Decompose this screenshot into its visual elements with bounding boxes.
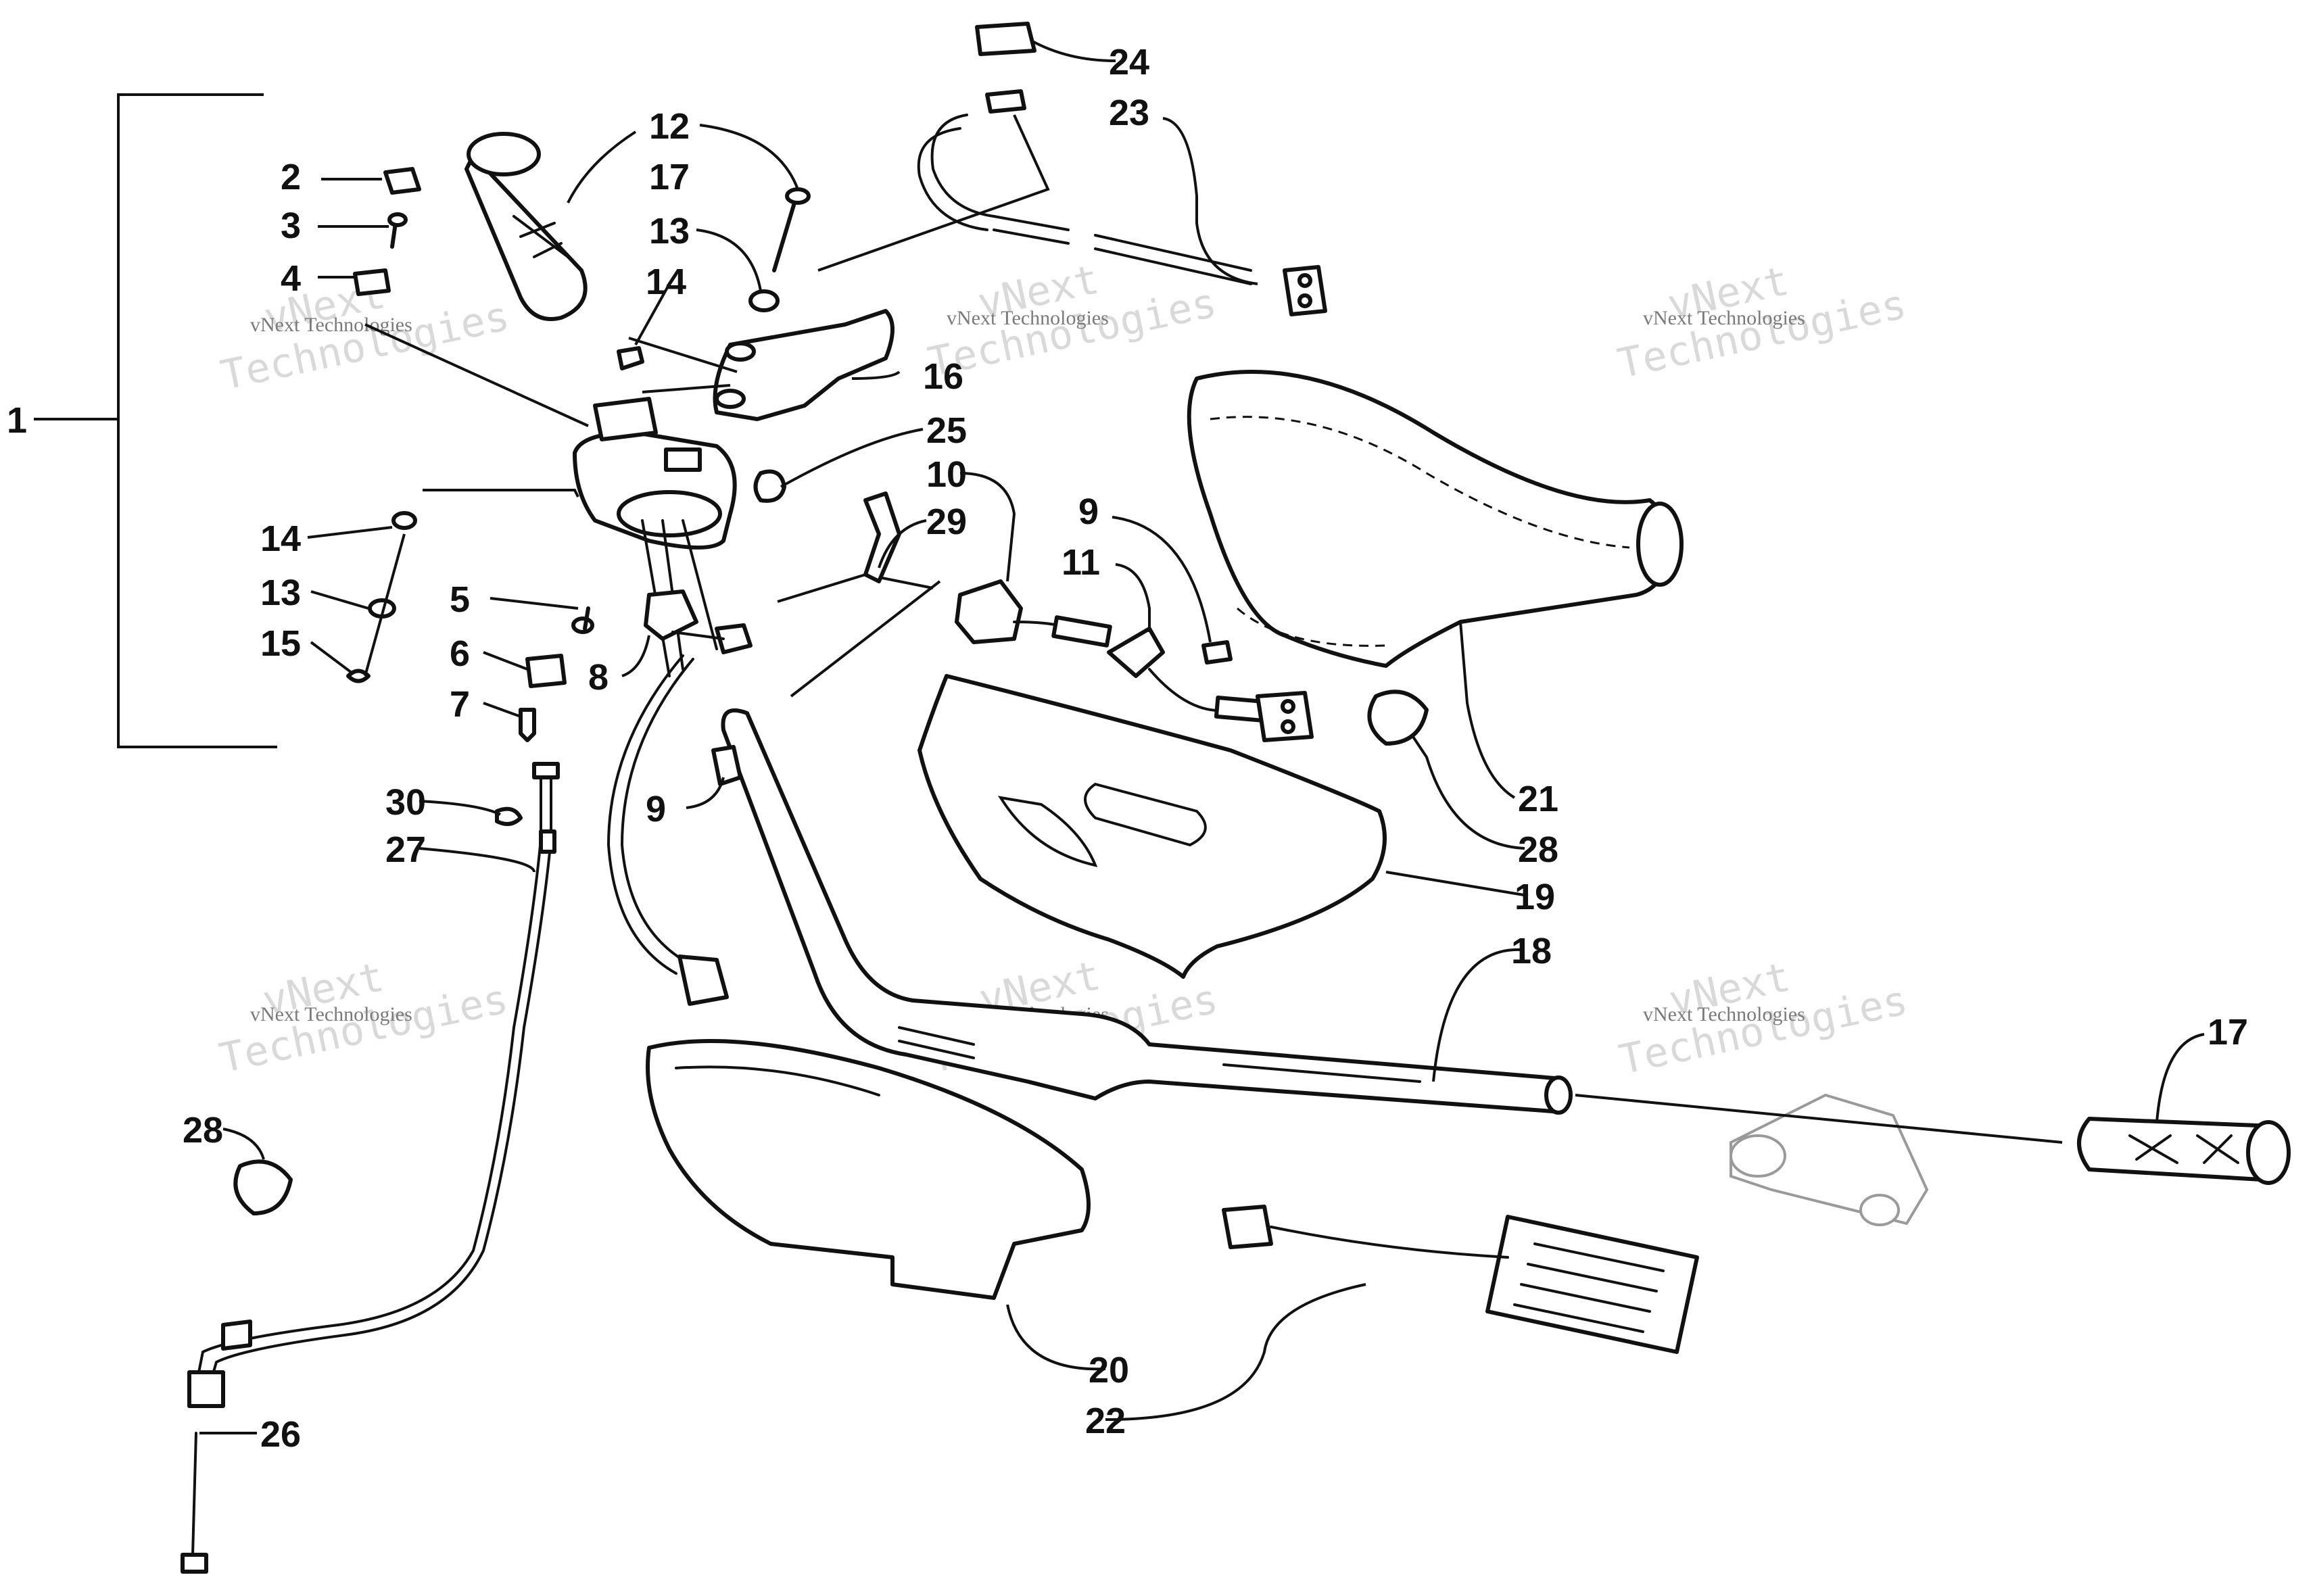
callout-20: 20 (1089, 1350, 1129, 1391)
nut-plate-6-part (525, 654, 567, 688)
pad-24-part (975, 22, 1036, 56)
callout-14-upper: 14 (646, 262, 686, 302)
callout-25: 25 (926, 410, 967, 451)
plate-4-part (353, 268, 391, 296)
callout-numbers: 1 2 3 4 5 6 7 8 9 9 10 11 12 13 13 14 14… (7, 42, 2248, 1455)
callout-28-left: 28 (183, 1110, 223, 1151)
clamp-28-left-part (233, 1159, 293, 1215)
callout-6: 6 (450, 633, 470, 674)
callout-leaders (199, 39, 2205, 1434)
connector-wire-part (1148, 668, 1314, 742)
nut-14-upper-part (617, 346, 644, 370)
watermark-caption: vNext Technologies (1643, 1003, 1805, 1025)
callout-21: 21 (1518, 779, 1558, 819)
callout-11: 11 (1062, 542, 1100, 583)
throttle-lever-part (713, 309, 895, 421)
watermark-caption: vNext Technologies (250, 1003, 412, 1025)
callout-22: 22 (1085, 1401, 1126, 1441)
switch-wire-part (606, 654, 729, 1006)
handlebar-part (721, 708, 1573, 1115)
connector-10-part (955, 579, 1112, 648)
callout-17-right: 17 (2208, 1012, 2248, 1053)
right-grip-part (2077, 1117, 2291, 1185)
callout-8: 8 (588, 657, 609, 698)
callout-2: 2 (281, 157, 301, 197)
clip-15-part (346, 669, 371, 683)
callout-9-upper: 9 (1078, 491, 1099, 532)
clip-29-part (863, 491, 901, 583)
switch-8-part (644, 589, 753, 654)
clip-30-part (495, 806, 523, 826)
control-housing-part (573, 397, 737, 677)
left-grip-part (464, 132, 588, 321)
callout-4: 4 (281, 258, 301, 299)
bolt-12-part (772, 187, 811, 272)
callout-14-lower: 14 (260, 518, 301, 559)
callout-23: 23 (1109, 93, 1149, 133)
screw-9-lower-part (711, 745, 742, 786)
cable-27-part (181, 762, 560, 1574)
clamp-25-part (753, 469, 786, 503)
callout-29: 29 (926, 502, 967, 542)
screw-5-part (571, 606, 594, 634)
watermark-caption: vNext Technologies (1643, 307, 1805, 329)
callout-1: 1 (7, 400, 27, 441)
callout-3: 3 (281, 205, 301, 246)
bracket-11-part (1107, 627, 1165, 678)
callout-15: 15 (260, 623, 301, 664)
assembly-bracket (34, 93, 277, 748)
callout-13-upper: 13 (649, 211, 690, 251)
screw-3-part (387, 212, 408, 249)
clamp-28-right-part (1367, 690, 1429, 746)
handlebar-pad-21-part (1187, 370, 1684, 668)
callout-26: 26 (260, 1414, 301, 1455)
callout-9-lower: 9 (646, 789, 666, 829)
callout-12: 12 (649, 106, 690, 147)
callout-16: 16 (923, 356, 963, 397)
callout-18: 18 (1511, 931, 1552, 971)
watermark-caption: vNext Technologies (250, 314, 412, 336)
callout-17-left: 17 (649, 157, 690, 197)
callout-24: 24 (1109, 42, 1149, 82)
callout-27: 27 (385, 829, 426, 870)
ghost-throttle-housing (1730, 1093, 1929, 1226)
callout-30: 30 (385, 782, 426, 823)
watermark-caption: vNext Technologies (947, 307, 1109, 329)
cap-2-part (383, 167, 421, 195)
washer-13-upper-part (748, 289, 780, 312)
callout-28-right: 28 (1518, 829, 1558, 870)
screw-7-part (519, 708, 536, 742)
callout-19: 19 (1515, 877, 1555, 917)
heater-element-22-part (1222, 1205, 1699, 1354)
callout-10: 10 (926, 454, 967, 495)
screw-9-upper-part (1201, 640, 1233, 664)
nut-14-lower-part (391, 511, 417, 530)
cover-19-part (917, 674, 1387, 979)
callout-13-lower: 13 (260, 573, 301, 613)
pad-20-part (646, 1039, 1091, 1300)
callout-7: 7 (450, 684, 470, 725)
callout-5: 5 (450, 579, 470, 620)
heater-wire-23-part (917, 89, 1327, 316)
